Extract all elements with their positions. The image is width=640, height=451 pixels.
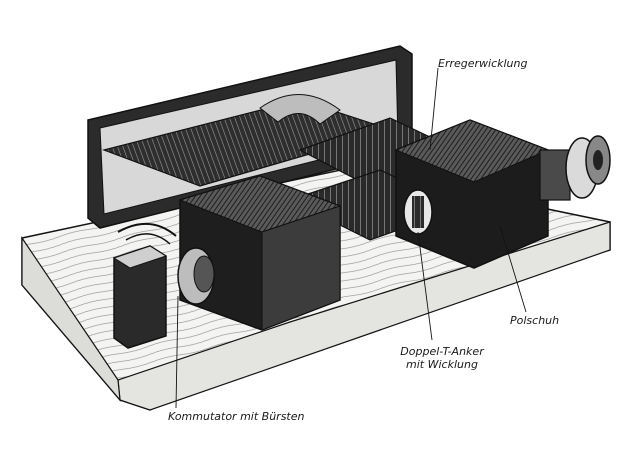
label-armature-line1: Doppel-T-Anker	[400, 345, 484, 358]
label-pole-shoe: Polschuh	[510, 314, 560, 327]
shaft-pulley	[539, 135, 611, 201]
label-commutator: Kommutator mit Bürsten	[168, 410, 305, 423]
pole-shoe-block-right	[394, 119, 550, 269]
commutator-assembly	[112, 222, 215, 349]
label-armature-line2: mit Wicklung	[406, 358, 478, 371]
label-excitation-winding: Erregerwicklung	[438, 57, 528, 70]
leader-lines	[175, 67, 527, 409]
leader-excitation-winding	[429, 67, 439, 151]
leader-armature	[417, 231, 433, 341]
leader-commutator	[175, 295, 179, 409]
leader-pole-shoe	[499, 225, 527, 313]
pole-shoe-block-left	[178, 175, 342, 331]
